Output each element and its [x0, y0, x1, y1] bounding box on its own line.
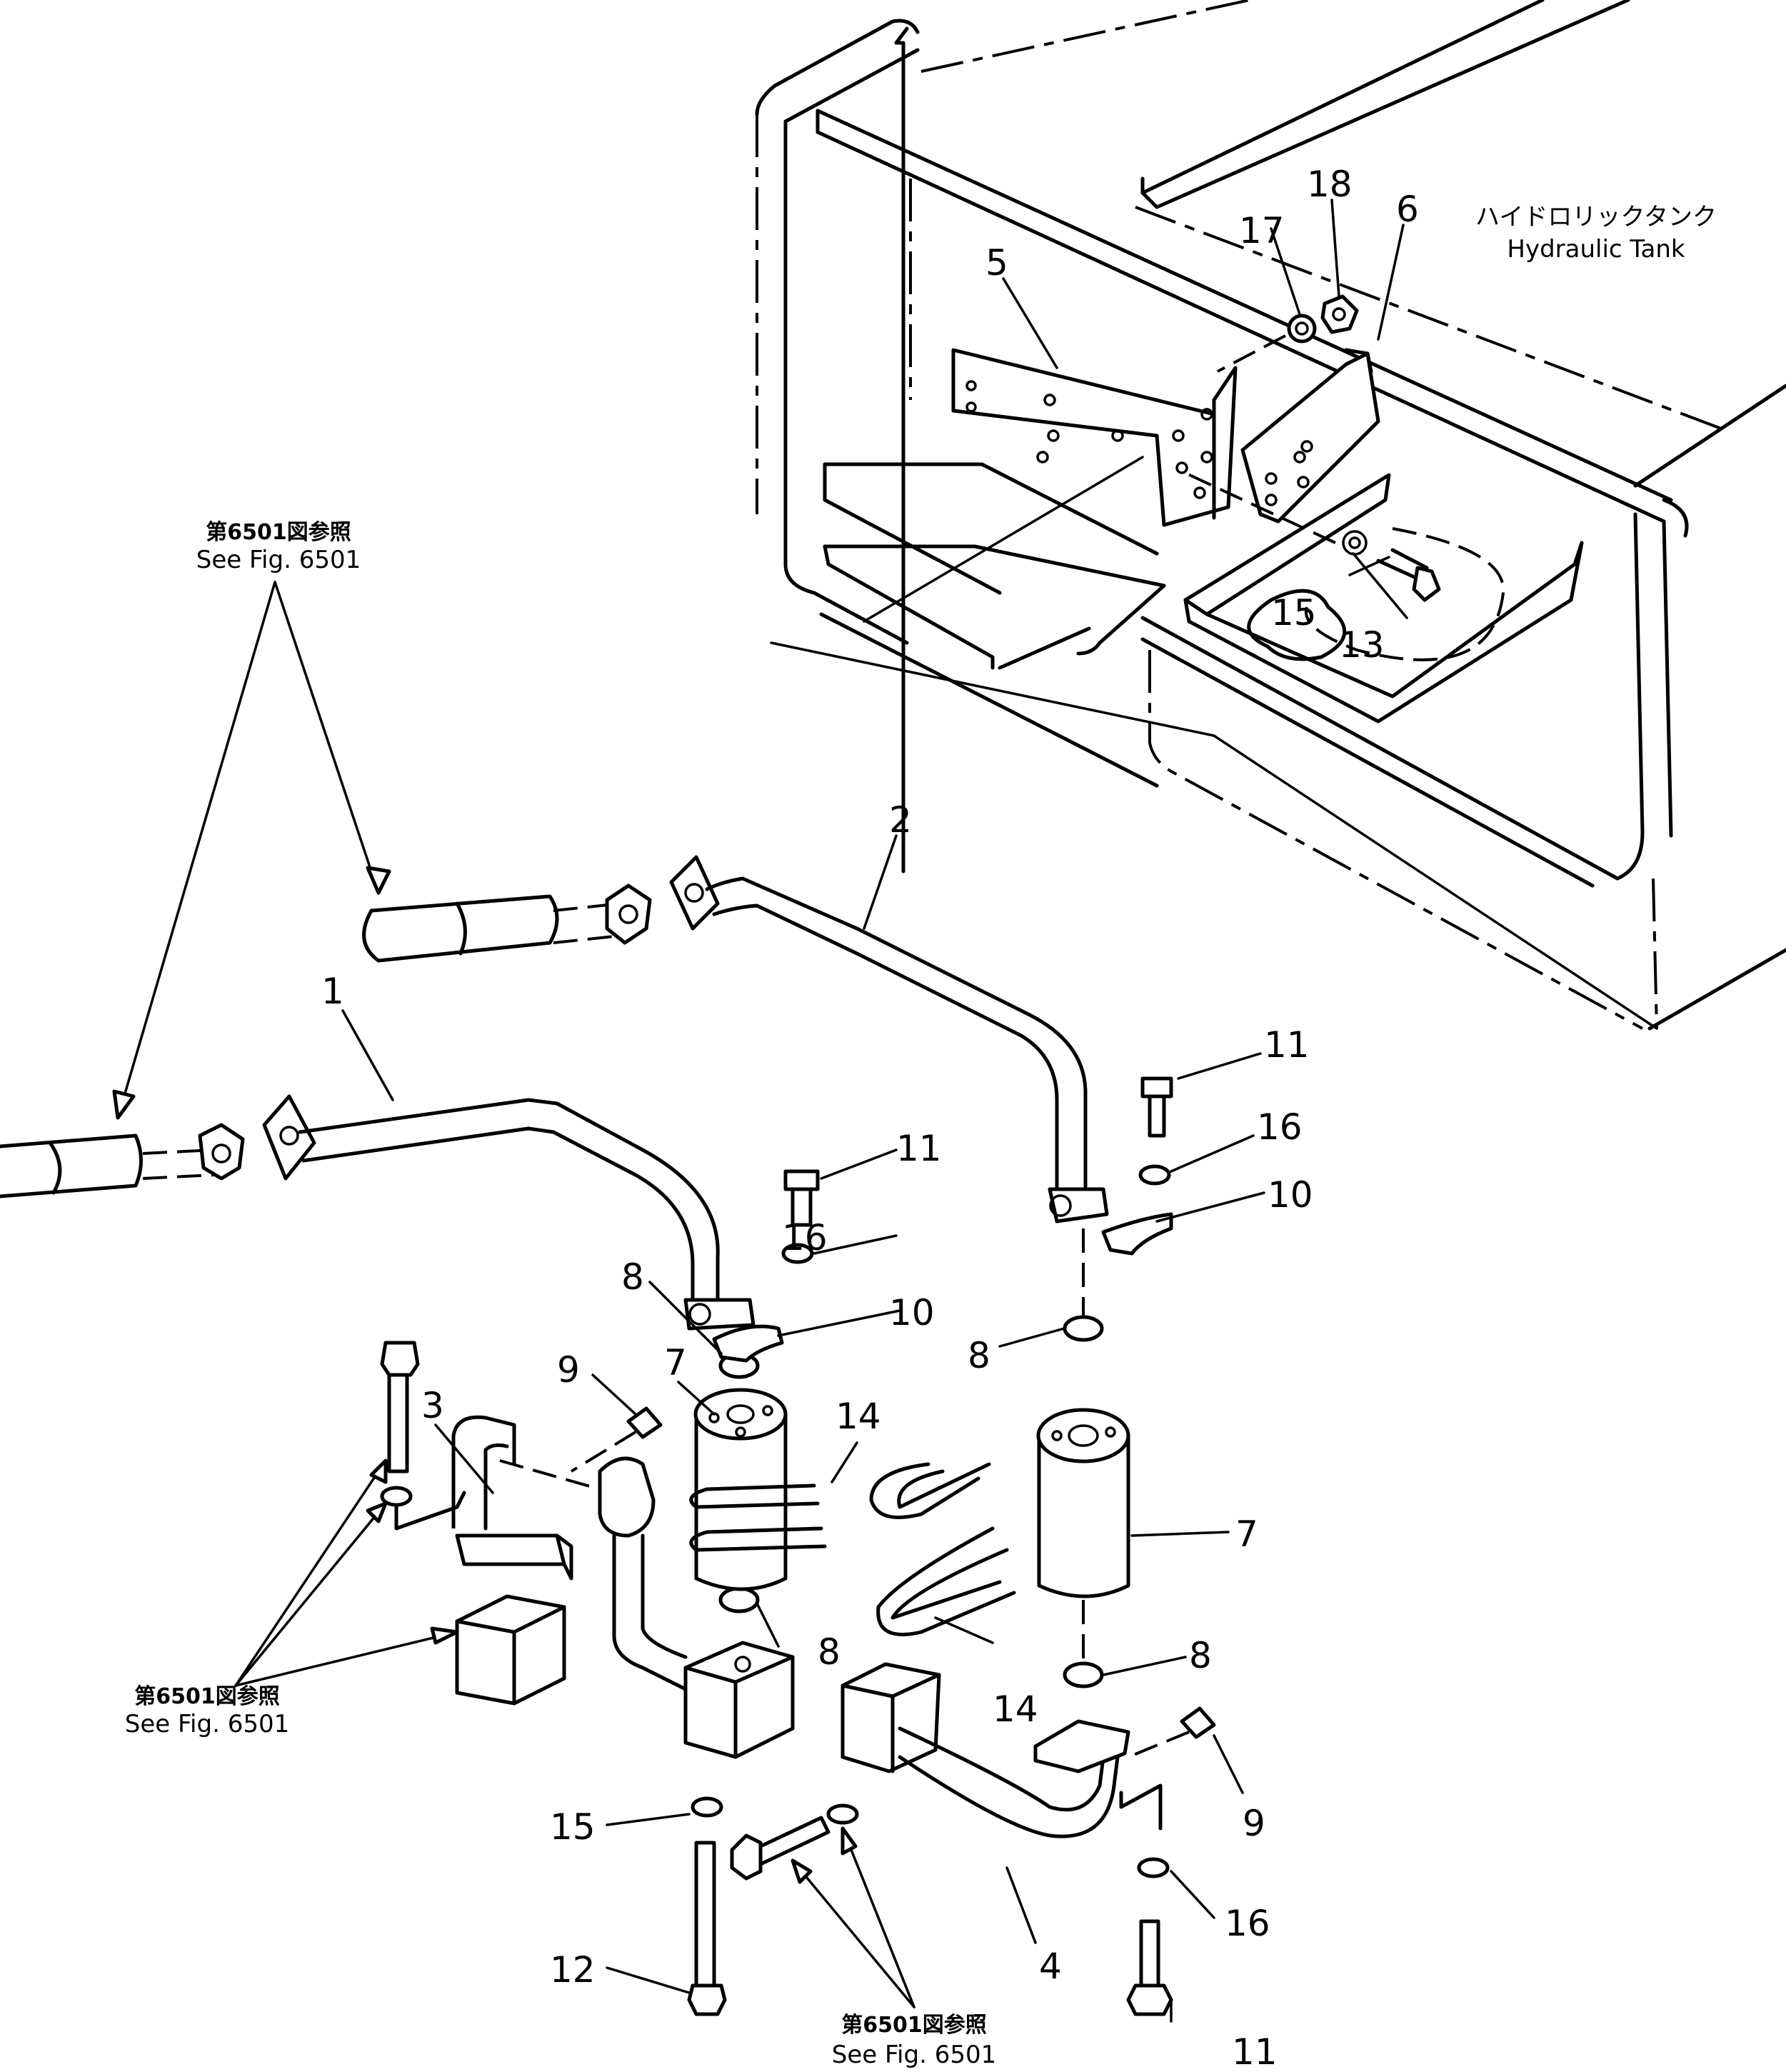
callout-7-right: 7	[1235, 1513, 1258, 1555]
callout-8-top-right: 8	[968, 1335, 990, 1376]
callout-15-bottom: 15	[550, 1806, 596, 1848]
tank-label-jp: ハイドロリックタンク	[1475, 203, 1717, 231]
reference-top: 第6501図参照 See Fig. 6501	[196, 520, 361, 574]
reference-bottom-jp: 第6501図参照	[841, 2013, 987, 2038]
callout-14-lower: 14	[993, 1688, 1038, 1730]
callout-10-right: 10	[1268, 1174, 1313, 1216]
callout-8-top-left: 8	[621, 1256, 644, 1298]
callout-7-left: 7	[664, 1342, 687, 1383]
callout-16-left: 16	[782, 1217, 828, 1258]
tank-label: ハイドロリックタンク Hydraulic Tank	[1475, 203, 1717, 264]
callout-numbers: 1 2 3 4 5 6 7 7 8 8 8 8 9 9 10 10 11 11 …	[321, 164, 1419, 2072]
filters-and-fittings	[380, 1076, 1216, 2016]
callout-9-left: 9	[557, 1349, 580, 1391]
callout-10-left: 10	[889, 1292, 935, 1333]
callout-11-bottom: 11	[1232, 2031, 1278, 2072]
callout-1: 1	[321, 971, 344, 1012]
callout-3: 3	[421, 1385, 444, 1426]
callout-17: 17	[1239, 210, 1285, 251]
callout-18: 18	[1307, 164, 1353, 205]
callout-2: 2	[889, 799, 912, 841]
reference-left: 第6501図参照 See Fig. 6501	[125, 1684, 289, 1738]
callout-15-tank: 15	[1271, 592, 1317, 634]
leader-lines	[112, 199, 1408, 2023]
callout-16-bottom: 16	[1225, 1903, 1270, 1944]
callout-14-upper: 14	[836, 1396, 881, 1437]
reference-bottom: 第6501図参照 See Fig. 6501	[832, 2013, 996, 2069]
callout-11-right: 11	[1264, 1024, 1310, 1066]
callout-8-bottom-left: 8	[818, 1631, 841, 1673]
reference-top-en: See Fig. 6501	[196, 546, 361, 574]
tank-label-en: Hydraulic Tank	[1507, 235, 1685, 264]
reference-top-jp: 第6501図参照	[206, 520, 351, 545]
hydraulic-tank	[755, 0, 1786, 1031]
callout-8-bottom-right: 8	[1189, 1635, 1212, 1676]
callout-16-right: 16	[1257, 1106, 1303, 1148]
callout-12: 12	[550, 1949, 596, 1991]
callout-11-left: 11	[896, 1128, 942, 1169]
callout-6: 6	[1396, 189, 1419, 230]
pipes	[0, 855, 1109, 1331]
reference-left-en: See Fig. 6501	[125, 1710, 289, 1738]
callout-13: 13	[1339, 624, 1385, 666]
reference-left-jp: 第6501図参照	[134, 1684, 280, 1709]
callout-4: 4	[1039, 1946, 1062, 1987]
callout-9-right: 9	[1243, 1803, 1265, 1844]
reference-bottom-en: See Fig. 6501	[832, 2041, 996, 2069]
callout-5: 5	[985, 242, 1008, 284]
